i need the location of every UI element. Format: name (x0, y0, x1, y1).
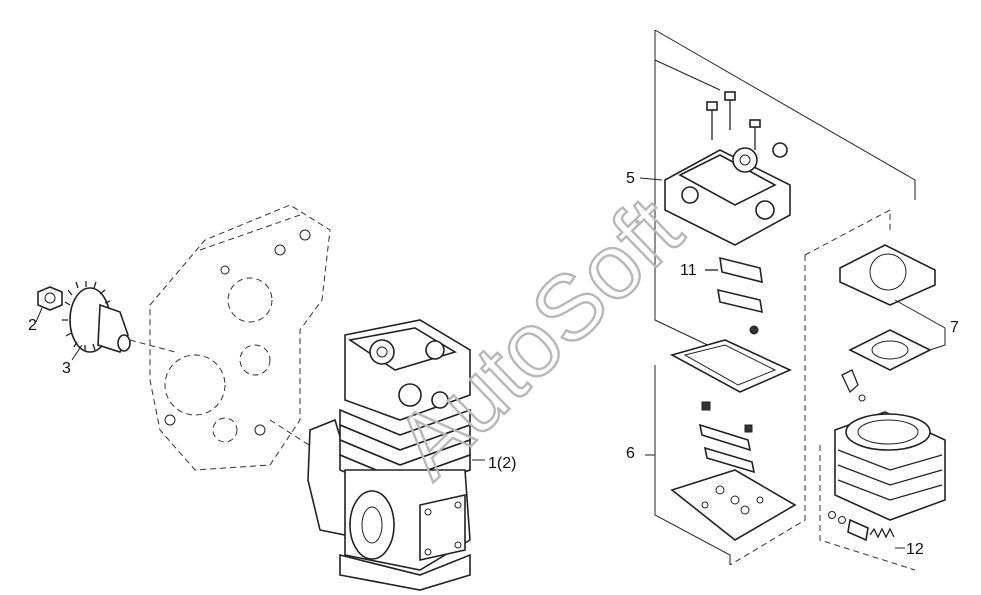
label-part-12: 12 (906, 541, 924, 558)
callout-leaders (35, 177, 905, 549)
cylinder-head-part-5 (664, 91, 791, 246)
gasket-set-part-7 (839, 244, 946, 402)
valve-plate-part-6 (645, 365, 797, 565)
valve-plate-gasket (669, 339, 792, 393)
label-part-2: 2 (28, 317, 37, 334)
label-part-1: 1(2) (488, 455, 516, 472)
label-part-3: 3 (62, 360, 71, 377)
label-part-5: 5 (626, 170, 635, 187)
drive-gear-part-3 (62, 281, 131, 353)
label-part-11: 11 (680, 262, 697, 279)
label-part-7: 7 (950, 319, 959, 336)
cylinder-block (834, 411, 946, 521)
reed-valve-part-11 (705, 256, 763, 335)
lower-kit-frame (729, 209, 916, 571)
label-part-6: 6 (626, 445, 635, 462)
nut-part-2 (37, 286, 63, 311)
air-compressor-part-1 (307, 319, 471, 591)
timing-gear-housing (129, 204, 331, 471)
unloader-valve-part-12 (828, 511, 895, 542)
